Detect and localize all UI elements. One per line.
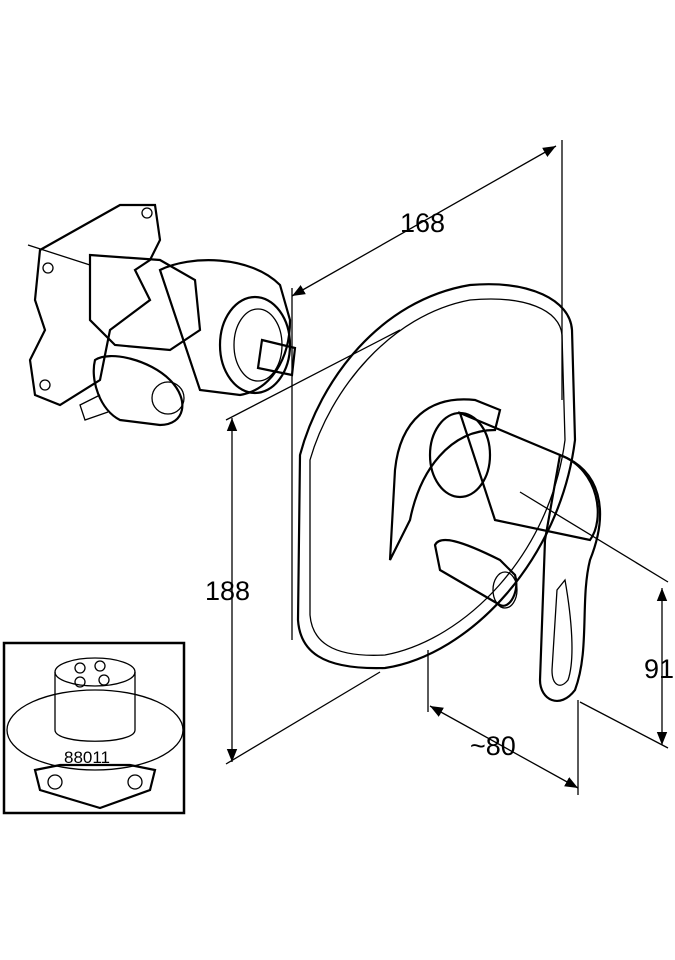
dimension-label-168: 168 [400,208,445,238]
dimension-label-188: 188 [205,576,250,606]
dimension-label-91: 91 [644,654,674,684]
rough-in-valve-body [27,203,297,427]
dimension-91: 91 [519,491,674,749]
inset-box: 88011 [2,641,186,815]
dimension-168: 168 [291,140,563,640]
dimension-80: ~80 [427,650,579,795]
mixer-lever [388,398,602,702]
dimension-label-80: ~80 [470,731,516,761]
dimension-188: 188 [205,329,401,765]
part-number-label: 88011 [64,748,110,767]
cover-plate [296,283,577,670]
